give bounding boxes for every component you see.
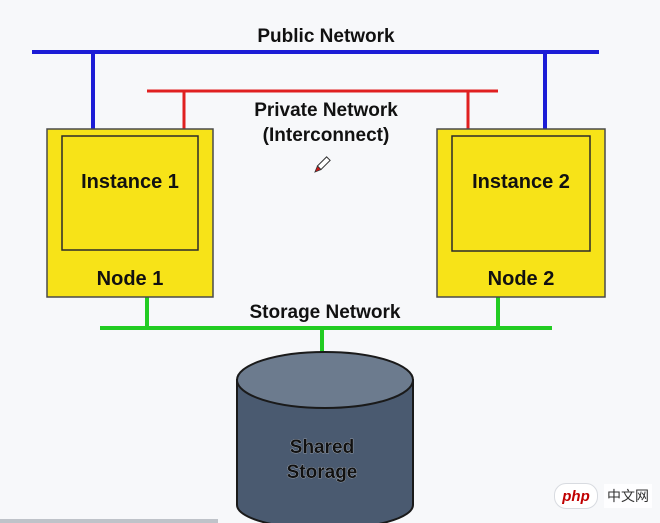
private-network-label: Private Network <box>254 100 398 121</box>
node-1-label: Node 1 <box>97 268 164 290</box>
private-network <box>147 89 498 130</box>
interconnect-label: (Interconnect) <box>263 125 390 146</box>
shared-storage: Shared Storage <box>236 351 414 523</box>
php-logo: php <box>554 483 598 509</box>
shared-storage-body <box>236 379 414 523</box>
public-network-label: Public Network <box>257 26 395 47</box>
node-1-box <box>46 128 214 298</box>
instance-1-box <box>61 135 199 251</box>
watermark: php 中文网 <box>554 483 652 509</box>
watermark-text: 中文网 <box>604 484 652 508</box>
instance-2-label: Instance 2 <box>472 171 570 193</box>
node-2-box <box>436 128 606 298</box>
node-2-label: Node 2 <box>488 268 555 290</box>
instance-2-box <box>451 135 591 252</box>
pen-cursor-icon <box>314 156 331 173</box>
node-1: Instance 1 Node 1 <box>46 128 214 298</box>
storage-network <box>100 297 552 352</box>
shared-storage-top <box>236 351 414 409</box>
shared-storage-label-line2: Storage <box>287 462 358 483</box>
storage-network-label: Storage Network <box>250 302 401 323</box>
instance-1-label: Instance 1 <box>81 171 179 193</box>
node-2: Instance 2 Node 2 <box>436 128 606 298</box>
bottom-strip <box>0 519 218 523</box>
public-network <box>32 50 599 130</box>
shared-storage-label-line1: Shared <box>290 437 354 458</box>
